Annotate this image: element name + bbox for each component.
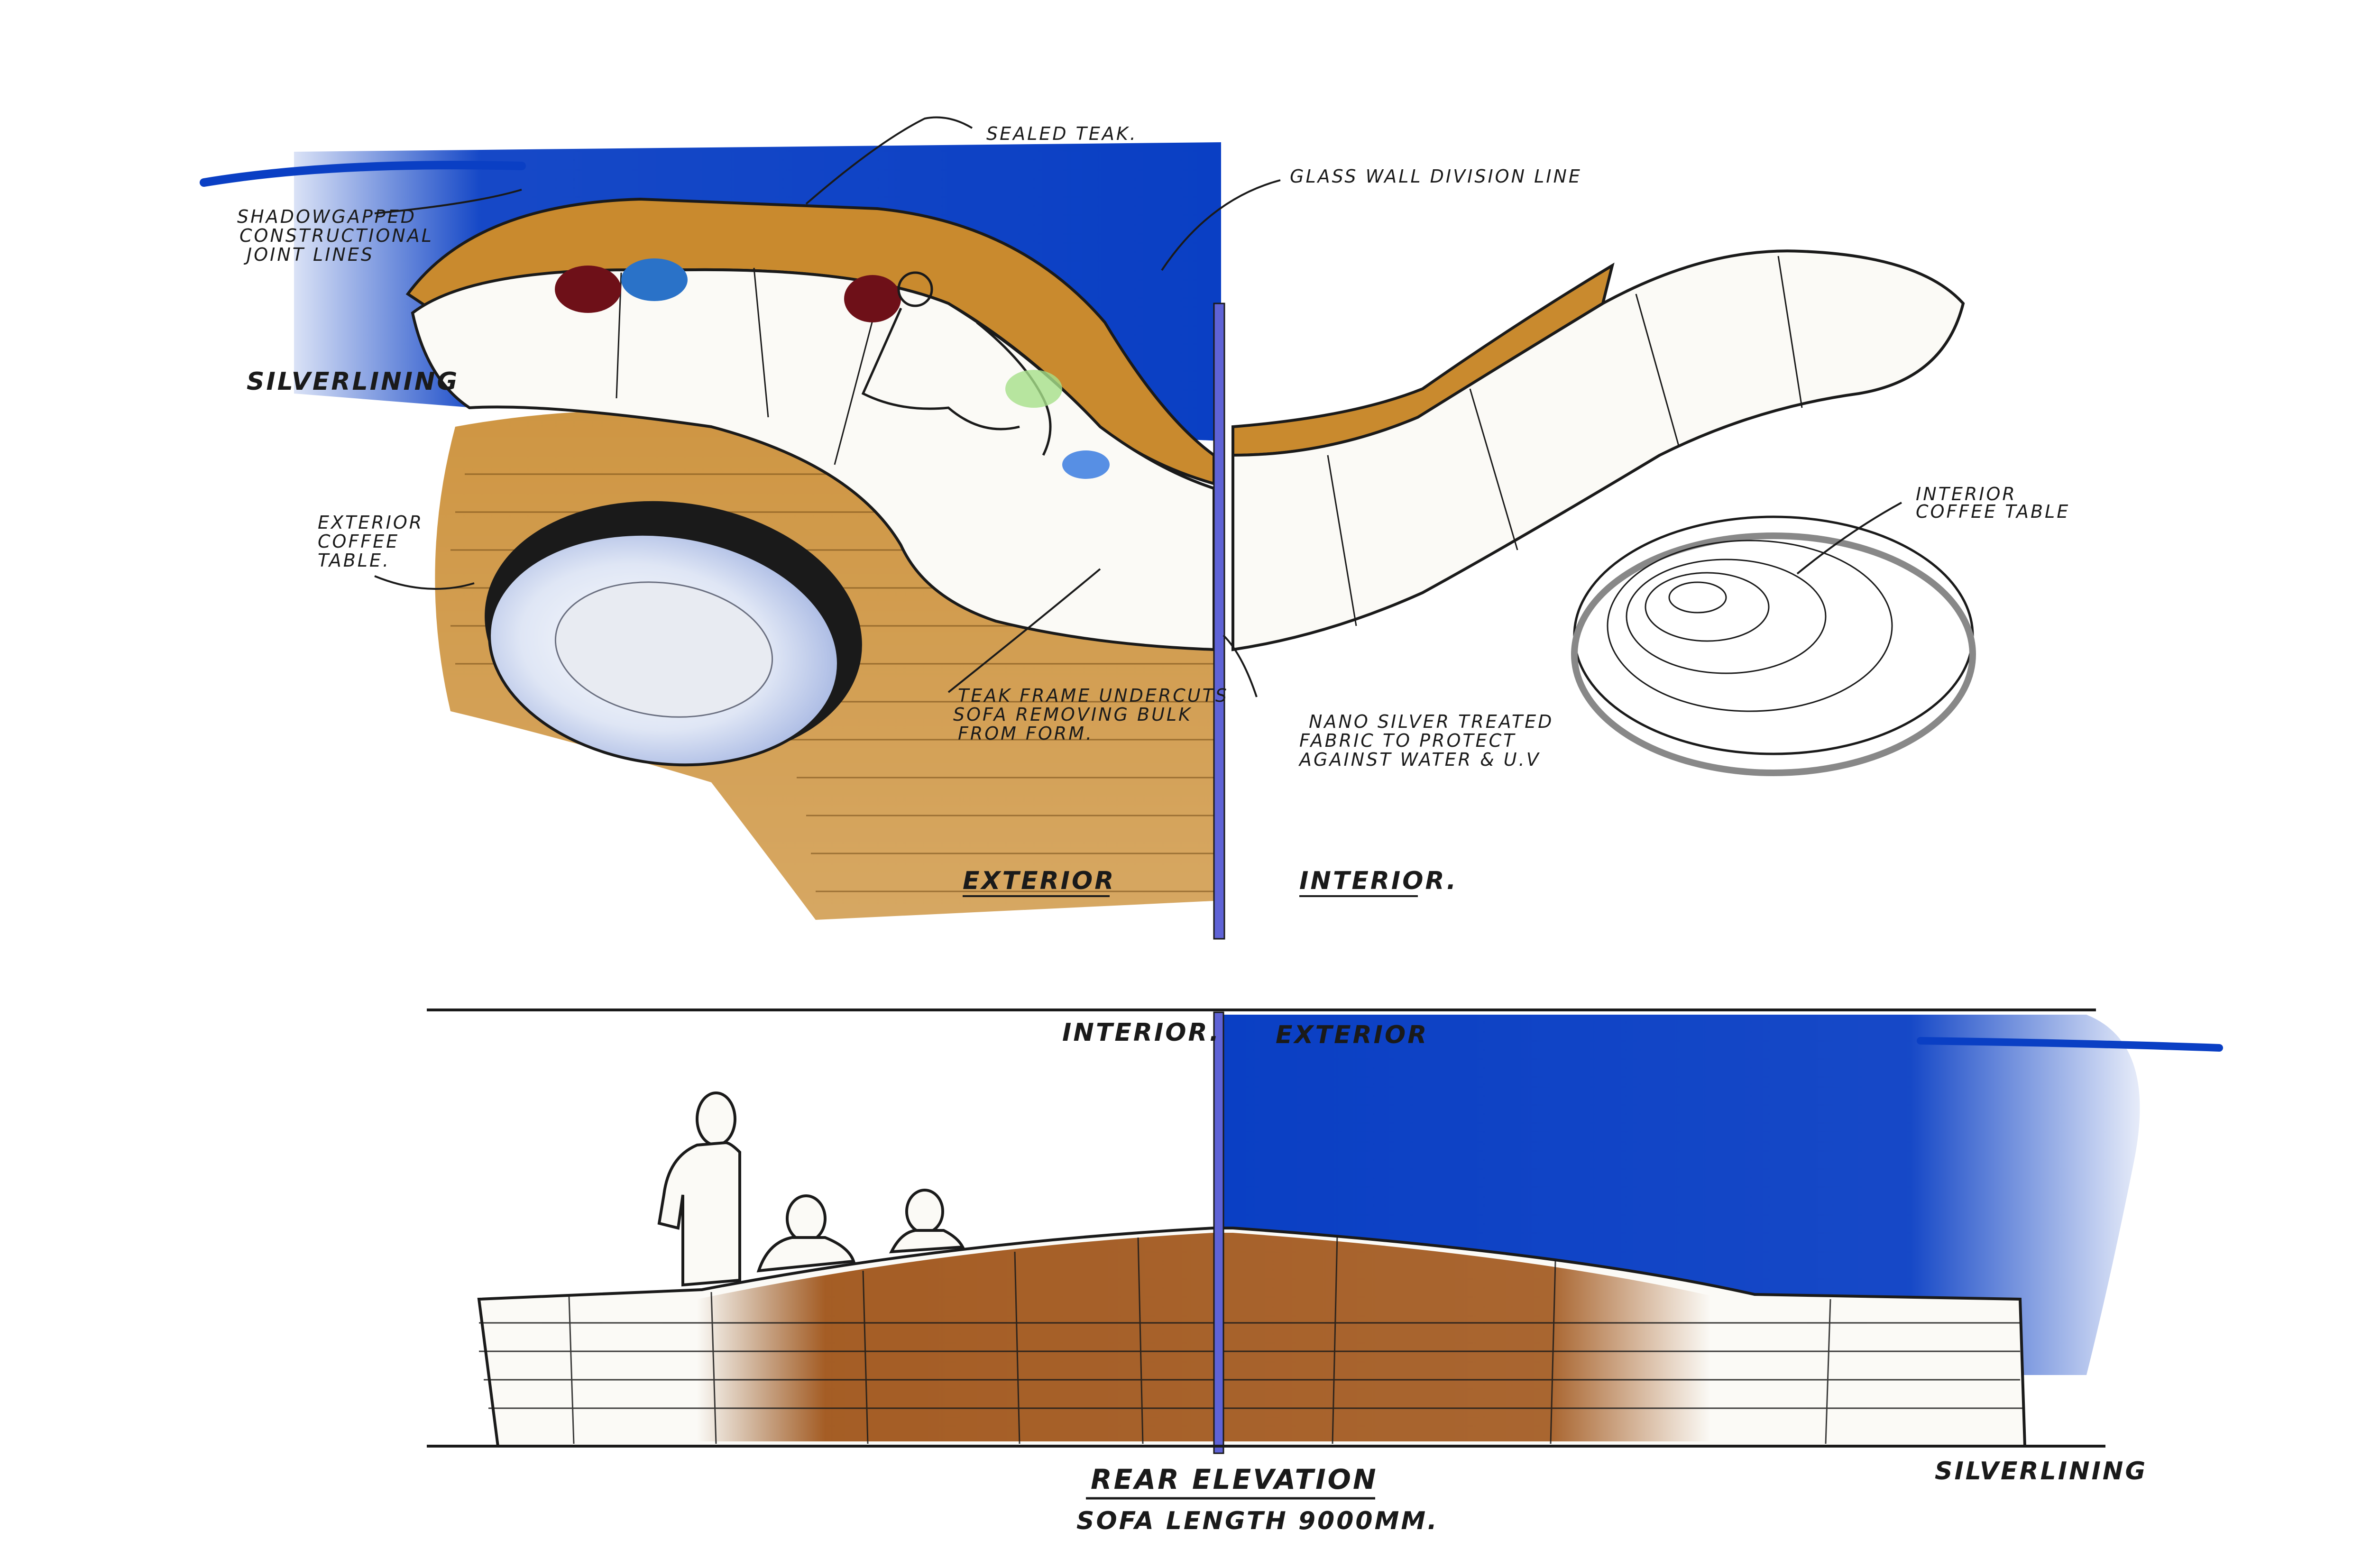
label-exterior-table-2: COFFEE [318,531,399,552]
elevation-glass-wall [1213,1011,1224,1454]
seated-figure-1 [756,1194,856,1273]
elevation-title: REAR ELEVATION [1091,1463,1378,1495]
label-glass-wall: GLASS WALL DIVISION LINE [1290,166,1582,187]
label-nano-3: AGAINST WATER & U.V [1298,749,1541,770]
label-shadow-gapped-3: JOINT LINES [243,244,374,265]
plan-exterior-label: EXTERIOR [963,867,1115,895]
label-shadow-gapped-2: CONSTRUCTIONAL [239,225,433,246]
elevation-subtitle: SOFA LENGTH 9000MM. [1076,1507,1439,1535]
interior-sofa [1231,249,1965,651]
leader-lines [374,116,1902,697]
exterior-coffee-table [485,501,862,767]
interior-coffee-table [1571,515,1976,776]
elevation-teak [697,1233,1764,1441]
seated-figure [861,271,1110,479]
sky-streak [200,161,526,187]
interior-seat [1231,249,1965,651]
people-figures [657,1091,965,1287]
elevation-interior-label: INTERIOR. [1062,1018,1221,1047]
cushions [555,258,901,322]
label-teak-frame-2: SOFA REMOVING BULK [953,704,1192,725]
label-nano-1: NANO SILVER TREATED [1309,711,1553,732]
plan-interior-label: INTERIOR. [1299,867,1458,895]
plan-view: SEALED TEAK. GLASS WALL DIVISION LINE SH… [200,116,2070,940]
sofa-seat [411,268,1215,651]
label-silverlining-top: SILVERLINING [247,367,459,396]
label-nano-2: FABRIC TO PROTECT [1299,730,1516,751]
label-shadow-gapped-1: SHADOWGAPPED [237,206,416,227]
label-exterior-table-3: TABLE. [318,550,390,571]
glass-wall-division [1213,303,1225,940]
elevation-exterior-label: EXTERIOR [1276,1021,1428,1049]
sky-streak-bottom [1917,1037,2223,1052]
label-teak-frame-1: TEAK FRAME UNDERCUTS [958,685,1229,706]
standing-figure [657,1091,741,1287]
label-exterior-table-1: EXTERIOR [318,512,423,533]
label-interior-table-2: COFFEE TABLE [1916,501,2070,522]
exterior-sofa [405,197,1215,651]
elevation-silverlining-label: SILVERLINING [1935,1457,2147,1485]
rear-elevation: INTERIOR. EXTERIOR SILVERLINING REAR ELE… [427,1009,2223,1535]
label-sealed-teak: SEALED TEAK. [986,123,1138,144]
label-teak-frame-3: FROM FORM. [958,723,1094,744]
elevation-joint-lines [479,1235,2022,1444]
seated-figure-2 [889,1189,965,1254]
label-interior-table-1: INTERIOR [1916,484,2017,504]
